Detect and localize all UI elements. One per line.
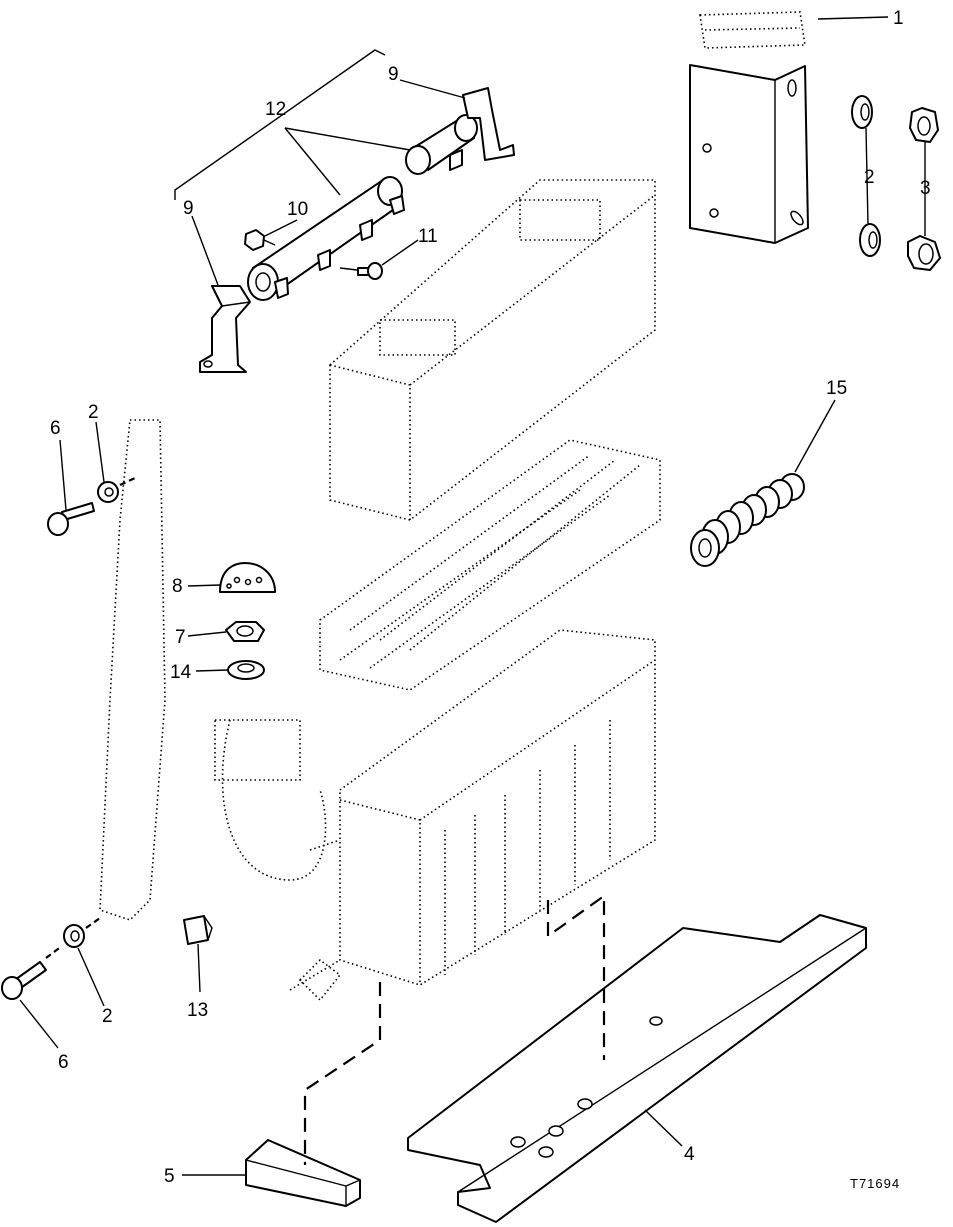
clip-13 [183,915,213,945]
nut-7 [225,621,265,642]
washer-14 [227,660,265,680]
washer-2-lower [859,223,881,257]
mounting-plate [689,64,809,244]
callout-6: 6 [58,1052,69,1073]
callout-9: 9 [388,64,399,85]
spring-15 [690,473,805,567]
bolt-6-upper [47,502,95,536]
callout-3: 3 [920,178,931,199]
callout-2: 2 [102,1006,113,1027]
callout-14: 14 [170,662,192,683]
callout-10: 10 [287,199,308,220]
callout-12: 12 [265,99,286,120]
leader-lines [19,16,889,1176]
alignment-dashed-line-right [546,893,606,1060]
tube-12-upper [405,114,478,175]
callout-1: 1 [893,8,904,29]
tube-12-lower [247,176,405,301]
callout-6: 6 [50,418,61,439]
bracket-9-upper [462,87,515,161]
callout-5: 5 [164,1166,175,1187]
washer-2-upper [851,95,873,129]
nut-3-upper [909,107,939,143]
callout-8: 8 [172,576,183,597]
callout-2: 2 [864,167,875,188]
callout-2: 2 [88,402,99,423]
phantom-engine-assembly [99,179,661,1002]
pad-5 [245,1139,361,1207]
callout-7: 7 [175,627,186,648]
figure-code: T71694 [850,1176,900,1191]
alignment-dashed-line-left [303,982,382,1165]
part-1-phantom-bracket [699,11,806,49]
callout-11: 11 [418,226,438,247]
washer-2-left-lower [63,924,85,948]
bolt-6-lower [1,961,47,1000]
nut-3-lower [907,235,941,271]
callout-15: 15 [826,378,847,399]
callout-labels: 1 2 3 9 12 9 10 11 15 6 2 8 7 14 13 2 6 … [50,8,931,1187]
callout-9: 9 [183,198,194,219]
washer-2-left-upper [97,481,119,503]
bolt-11 [357,262,383,280]
bracket-9-lower [199,285,251,373]
callout-4: 4 [684,1144,695,1165]
callout-13: 13 [187,1000,208,1021]
cap-8 [219,562,276,593]
skid-plate-4 [407,914,867,1223]
nut-10 [244,229,265,251]
